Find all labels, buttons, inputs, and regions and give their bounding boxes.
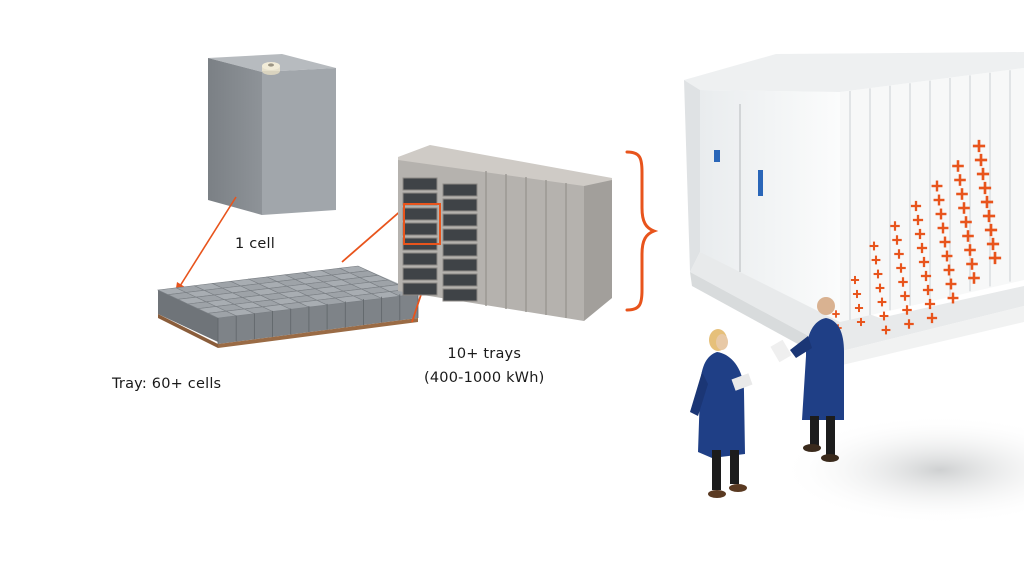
plus-mark [904, 319, 914, 329]
plus-mark [960, 216, 972, 228]
plus-mark [879, 311, 889, 321]
battery-rack [398, 145, 612, 321]
rack-slot [402, 282, 438, 296]
person-left [690, 329, 753, 498]
plus-mark [924, 298, 936, 310]
orange-plus-pattern [832, 139, 1002, 335]
plus-mark [958, 202, 970, 214]
plus-mark [898, 277, 908, 287]
plus-mark [943, 264, 955, 276]
plus-mark [912, 214, 924, 226]
plus-mark [986, 237, 1000, 251]
plus-mark [910, 200, 922, 212]
plus-mark [980, 195, 994, 209]
plus-mark [832, 310, 840, 318]
plus-mark [854, 303, 864, 313]
plus-mark [976, 167, 990, 181]
plus-mark [956, 188, 968, 200]
rack-slot [402, 177, 438, 191]
tray-label: Tray: 60+ cells [112, 376, 222, 392]
plus-mark [968, 272, 980, 284]
tray [156, 265, 420, 348]
plus-mark [988, 251, 1002, 265]
plus-mark [869, 241, 879, 251]
rack-slot [442, 288, 478, 302]
plus-mark [937, 222, 949, 234]
plus-mark [954, 174, 966, 186]
plus-mark [952, 160, 964, 172]
plus-mark [852, 289, 862, 299]
plus-mark [850, 275, 860, 285]
person-right [770, 297, 844, 462]
plus-mark [918, 256, 930, 268]
plus-mark [964, 244, 976, 256]
plus-mark [875, 283, 885, 293]
plus-mark [922, 284, 934, 296]
plus-mark [914, 228, 926, 240]
plus-mark [939, 236, 951, 248]
cell-terminal [262, 62, 280, 75]
plus-mark [982, 209, 996, 223]
plus-mark [972, 139, 986, 153]
rack-slot [442, 258, 478, 272]
rack-slot [402, 252, 438, 266]
plus-mark [947, 292, 959, 304]
plus-mark [890, 221, 900, 231]
rack-label-line2: (400-1000 kWh) [424, 370, 545, 386]
rack-slot [402, 267, 438, 281]
plus-mark [902, 305, 912, 315]
rack-label-line1: 10+ trays [447, 346, 522, 362]
highlighted-tray-slot [403, 203, 441, 245]
cell-to-tray-arrow [175, 196, 237, 294]
plus-mark [894, 249, 904, 259]
battery-container [684, 52, 1024, 525]
plus-mark [877, 297, 887, 307]
plus-mark [873, 269, 883, 279]
plus-mark [856, 317, 866, 327]
plus-mark [931, 180, 943, 192]
plus-mark [896, 263, 906, 273]
single-cell [208, 54, 336, 215]
rack-label: 10+ trays (400-1000 kWh) [424, 342, 544, 390]
plus-mark [926, 312, 938, 324]
plus-mark [933, 194, 945, 206]
rack-slot [442, 243, 478, 257]
plus-mark [978, 181, 992, 195]
side-text-mark [758, 170, 763, 196]
rack-slot [442, 228, 478, 242]
rack-side-panels [485, 171, 567, 318]
tray-cell-grid [156, 265, 420, 344]
plus-mark [900, 291, 910, 301]
grouping-brace [625, 150, 659, 312]
rack-slot [442, 273, 478, 287]
plus-mark [984, 223, 998, 237]
plus-mark [966, 258, 978, 270]
rack-slot [402, 222, 438, 236]
plus-mark [871, 255, 881, 265]
rack-slot [442, 198, 478, 212]
plus-mark [941, 250, 953, 262]
rack-slot [442, 213, 478, 227]
plus-mark [916, 242, 928, 254]
plus-mark [974, 153, 988, 167]
ambri-logo-icon [714, 150, 720, 162]
container-corrugation [849, 70, 1011, 320]
plus-mark [920, 270, 932, 282]
cell-label: 1 cell [235, 236, 275, 252]
rack-slot [402, 207, 438, 221]
rack-slot [442, 183, 478, 197]
plus-mark [881, 325, 891, 335]
plus-mark [945, 278, 957, 290]
plus-mark [935, 208, 947, 220]
plus-mark [892, 235, 902, 245]
rack-tray-slots [402, 177, 478, 302]
plus-mark [962, 230, 974, 242]
